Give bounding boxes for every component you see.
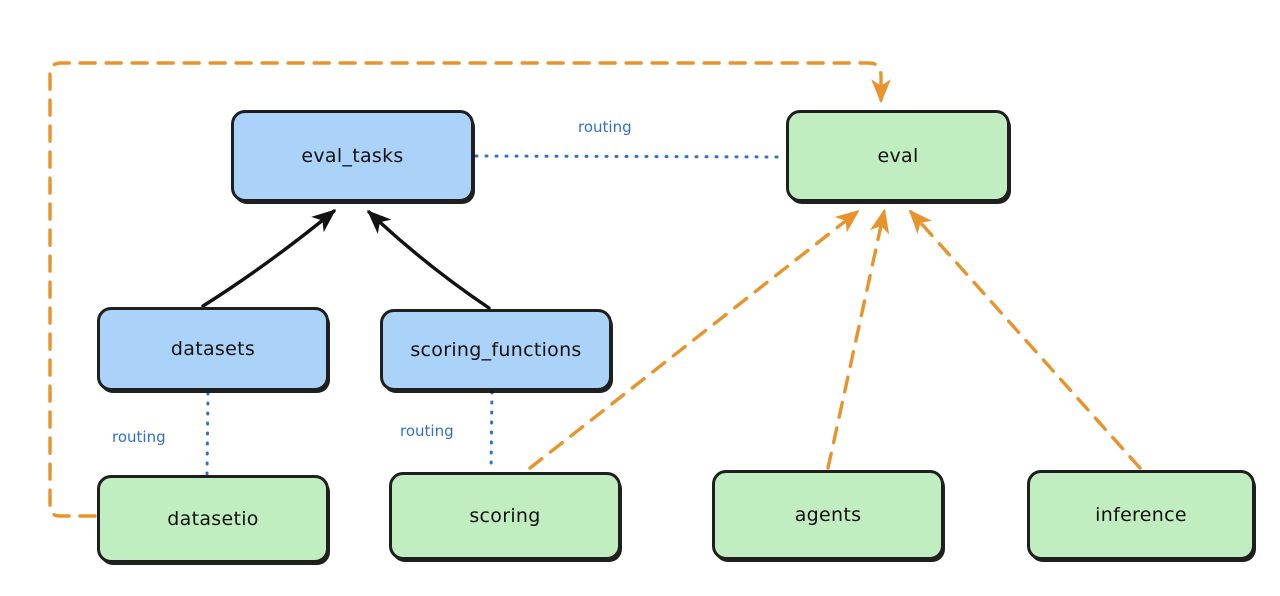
node-eval-tasks-label: eval_tasks <box>301 145 404 167</box>
edge-datasets-to-datasetio <box>205 391 210 476</box>
edge-eval-tasks-to-eval <box>474 154 786 159</box>
node-eval-label: eval <box>877 145 919 167</box>
edge-label-datasets-to-datasetio: routing <box>112 428 166 446</box>
node-inference[interactable]: inference <box>1027 470 1255 560</box>
edge-label-eval-tasks-to-eval: routing <box>578 118 632 136</box>
node-scoring-label: scoring <box>469 505 541 527</box>
edge-agents-to-eval <box>826 208 890 470</box>
node-agents[interactable]: agents <box>712 470 944 560</box>
node-eval[interactable]: eval <box>786 110 1010 202</box>
node-datasets-label: datasets <box>170 338 256 360</box>
node-datasetio-label: datasetio <box>167 508 259 530</box>
node-scoring-functions-label: scoring_functions <box>410 339 582 361</box>
node-datasetio[interactable]: datasetio <box>97 475 329 563</box>
edge-scoring-functions-to-scoring <box>489 390 494 473</box>
edge-scoring-functions-to-eval-tasks <box>367 210 491 310</box>
edge-inference-to-eval <box>908 209 1142 470</box>
node-eval-tasks[interactable]: eval_tasks <box>231 110 474 202</box>
edge-label-scoring-functions-to-scoring: routing <box>400 422 454 440</box>
edge-datasets-to-eval-tasks <box>201 209 337 308</box>
node-inference-label: inference <box>1095 504 1187 526</box>
node-datasets[interactable]: datasets <box>97 307 329 391</box>
node-agents-label: agents <box>794 504 862 526</box>
node-scoring[interactable]: scoring <box>389 472 621 560</box>
node-scoring-functions[interactable]: scoring_functions <box>380 309 612 391</box>
